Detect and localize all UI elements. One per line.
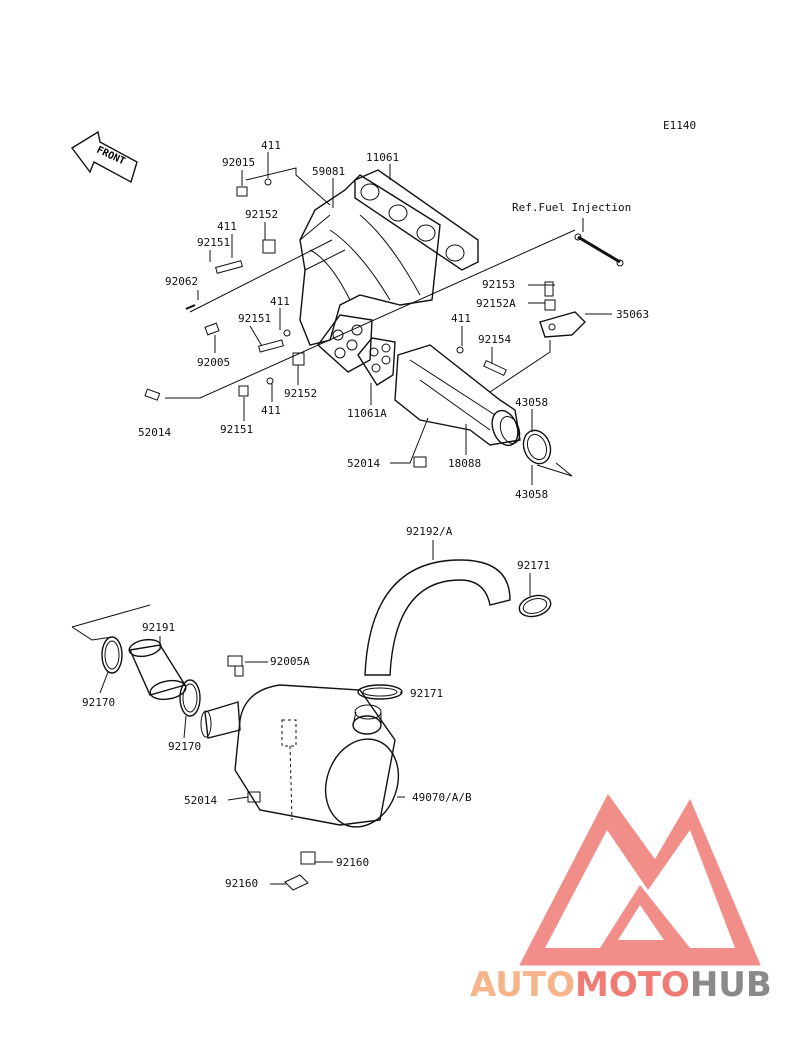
callout-92015: 92015	[222, 156, 255, 169]
callout-92151: 92151	[238, 312, 271, 325]
diagram-code: E1140	[663, 119, 696, 132]
callout-11061: 11061	[366, 151, 399, 164]
muffler-49070	[234, 684, 400, 828]
callout-52014: 52014	[138, 426, 171, 439]
fasteners-upper	[144, 178, 556, 468]
callout-92191: 92191	[142, 621, 175, 634]
callout-92005: 92005	[197, 356, 230, 369]
injector-part	[574, 233, 624, 267]
exhaust-pipe-18088	[394, 344, 521, 447]
clamp-92170-b	[179, 679, 201, 717]
callout-411: 411	[451, 312, 471, 325]
inlet-pipe	[200, 701, 241, 739]
callout-92152: 92152	[284, 387, 317, 400]
callout-92160: 92160	[336, 856, 369, 869]
watermark-part3: HUB	[690, 965, 772, 1005]
callout-11061A: 11061A	[347, 407, 387, 420]
clamp-43058	[522, 429, 552, 465]
callout-92151: 92151	[197, 236, 230, 249]
watermark-part1: AUTO	[470, 965, 575, 1005]
watermark-text: AUTOMOTOHUB	[470, 965, 772, 1005]
exhaust-manifold	[299, 174, 441, 346]
clamp-92170-a	[101, 636, 123, 674]
callout-92192A: 92192/A	[406, 525, 453, 538]
leader-lines-lower	[71, 540, 531, 885]
callout-411: 411	[261, 139, 281, 152]
callout-59081: 59081	[312, 165, 345, 178]
front-arrow-icon: FRONT	[70, 130, 138, 184]
callout-92160: 92160	[225, 877, 258, 890]
callout-92170: 92170	[168, 740, 201, 753]
callout-92152: 92152	[245, 208, 278, 221]
callout-92171: 92171	[410, 687, 443, 700]
watermark-part2: MOTO	[575, 965, 690, 1005]
callout-92153: 92153	[482, 278, 515, 291]
gasket-11061A	[357, 337, 396, 386]
leader-lines-upper	[165, 152, 612, 485]
automotohub-logo	[519, 794, 761, 966]
callout-52014: 52014	[184, 794, 217, 807]
hose-92191	[128, 638, 187, 701]
callout-92152A: 92152A	[476, 297, 516, 310]
callout-52014: 52014	[347, 457, 380, 470]
callout-92170: 92170	[82, 696, 115, 709]
callout-92005A: 92005A	[270, 655, 310, 668]
callout-92171: 92171	[517, 559, 550, 572]
clamp-92171-top	[518, 594, 552, 618]
manifold-gasket-11061	[354, 169, 479, 271]
callout-35063: 35063	[616, 308, 649, 321]
fasteners-lower	[227, 655, 316, 891]
callout-411: 411	[217, 220, 237, 233]
callout-49070: 49070/A/B	[412, 791, 472, 804]
exhaust-hose-92192	[364, 559, 511, 676]
callout-18088: 18088	[448, 457, 481, 470]
callout-92154: 92154	[478, 333, 511, 346]
callout-92062: 92062	[165, 275, 198, 288]
callout-411: 411	[270, 295, 290, 308]
callout-43058: 43058	[515, 396, 548, 409]
ref-label: Ref.Fuel Injection	[512, 201, 631, 214]
bracket-35063	[539, 311, 586, 338]
callout-411: 411	[261, 404, 281, 417]
callout-43058: 43058	[515, 488, 548, 501]
clamp-92171-lower	[357, 684, 403, 700]
callout-92151: 92151	[220, 423, 253, 436]
